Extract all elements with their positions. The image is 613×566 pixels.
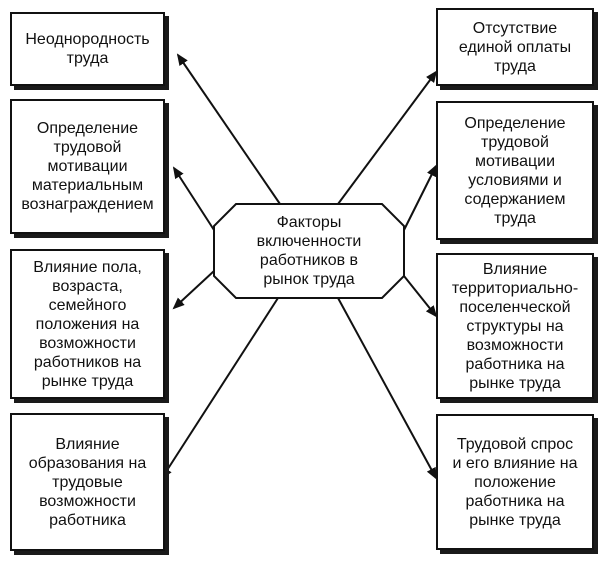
right-box-conditions-motivation: Определение трудовой мотивации условиями… xyxy=(436,101,594,240)
arrow-to-left-box-3 xyxy=(172,270,215,310)
left-box-material-motivation: Определение трудовой мотивации материаль… xyxy=(10,99,165,234)
arrow-to-left-box-2 xyxy=(172,166,215,231)
right-box-no-uniform-pay: Отсутствие единой оплаты труда xyxy=(436,8,594,86)
center-octagon xyxy=(213,203,405,299)
arrow-to-right-box-1 xyxy=(337,70,438,205)
right-box-labor-demand: Трудовой спрос и его влияние на положени… xyxy=(436,414,594,550)
left-box-gender-age-family: Влияние пола, возраста, семейного положе… xyxy=(10,249,165,399)
left-box-heterogeneity: Неоднородность труда xyxy=(10,12,165,86)
arrow-to-left-box-4 xyxy=(160,297,279,480)
left-box-education: Влияние образования на трудовые возможно… xyxy=(10,413,165,551)
arrow-to-left-box-1 xyxy=(176,53,281,205)
arrow-to-right-box-3 xyxy=(403,275,438,318)
right-box-territorial-structure: Влияние территориально- поселенческой ст… xyxy=(436,253,594,399)
center-label: Факторы включенности работников в рынок … xyxy=(256,214,362,288)
arrow-to-right-box-2 xyxy=(403,164,437,231)
arrow-to-right-box-4 xyxy=(337,297,437,480)
